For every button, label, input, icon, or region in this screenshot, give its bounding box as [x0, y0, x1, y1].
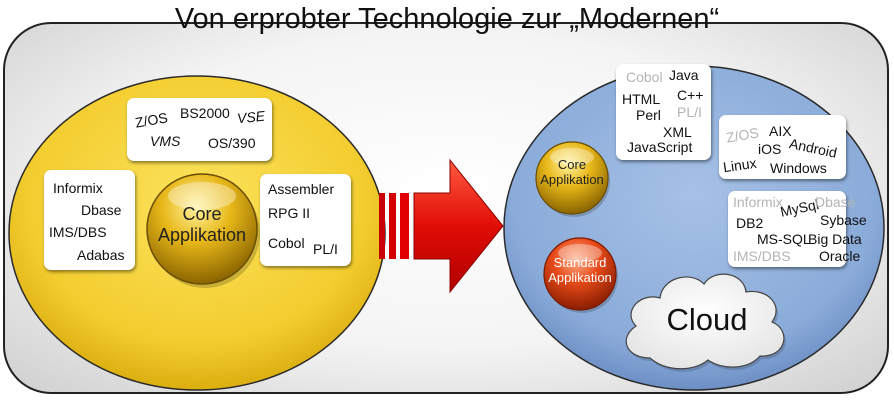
database-label: Adabas — [77, 247, 125, 263]
language-label: PL/I — [313, 241, 338, 257]
database-label: IMS/DBS — [733, 248, 791, 264]
database-label: DB2 — [736, 215, 764, 231]
core-label-line1: Core — [182, 204, 222, 224]
modern-core-orb — [535, 141, 610, 217]
cloud-label: Cloud — [666, 302, 748, 337]
platform-label: AIX — [769, 123, 792, 139]
platform-label: OS/390 — [208, 135, 256, 151]
language-label: Cobol — [626, 69, 663, 85]
database-label: Informix — [53, 180, 103, 196]
arrow-icon — [379, 158, 504, 294]
legacy-languages-box — [260, 174, 351, 266]
database-label: Oracle — [819, 248, 861, 264]
modern-platforms-box — [719, 115, 846, 179]
language-label: Java — [669, 67, 699, 83]
modern-core-label: Core Applikation — [532, 157, 612, 188]
modern-databases-box — [728, 191, 846, 267]
legacy-core-orb — [146, 173, 260, 288]
database-label: Big Data — [808, 231, 862, 247]
modern-languages-box — [616, 64, 711, 160]
core-label-line2: Applikation — [157, 224, 247, 245]
core-label-line1: Core — [557, 157, 587, 172]
core-label-line2: Applikation — [540, 171, 604, 187]
legacy-databases-box — [44, 170, 135, 270]
standard-label-line2: Applikation — [548, 269, 612, 285]
standard-label: Standard Applikation — [540, 255, 620, 286]
legacy-core-label: Core Applikation — [152, 204, 252, 245]
platform-label: BS2000 — [180, 105, 230, 121]
language-label: Perl — [636, 107, 661, 123]
platform-label: iOS — [758, 141, 782, 157]
standard-label-line1: Standard — [553, 255, 607, 270]
language-label: XML — [663, 124, 692, 140]
database-label: Sybase — [820, 212, 867, 228]
database-label: Dbase — [81, 202, 122, 218]
page-title: Von erprobter Technologie zur „Modernen“ — [174, 3, 720, 35]
database-label: IMS/DBS — [49, 224, 107, 240]
platform-label: Windows — [770, 160, 827, 176]
standard-orb — [543, 237, 618, 313]
platform-label: VMS — [150, 133, 181, 149]
language-label: Assembler — [268, 181, 335, 197]
language-label: C++ — [677, 87, 704, 103]
language-label: RPG II — [268, 205, 311, 221]
legacy-platforms-box — [127, 98, 272, 161]
language-label: JavaScript — [627, 139, 693, 155]
language-label: Cobol — [268, 235, 305, 251]
cloud-icon — [625, 273, 786, 372]
database-label: Informix — [733, 194, 783, 210]
platform-label: VSE — [236, 107, 266, 127]
language-label: HTML — [622, 91, 661, 107]
database-label: Dbase — [815, 194, 856, 210]
language-label: PL/I — [677, 104, 702, 120]
database-label: MS-SQL — [757, 231, 811, 247]
